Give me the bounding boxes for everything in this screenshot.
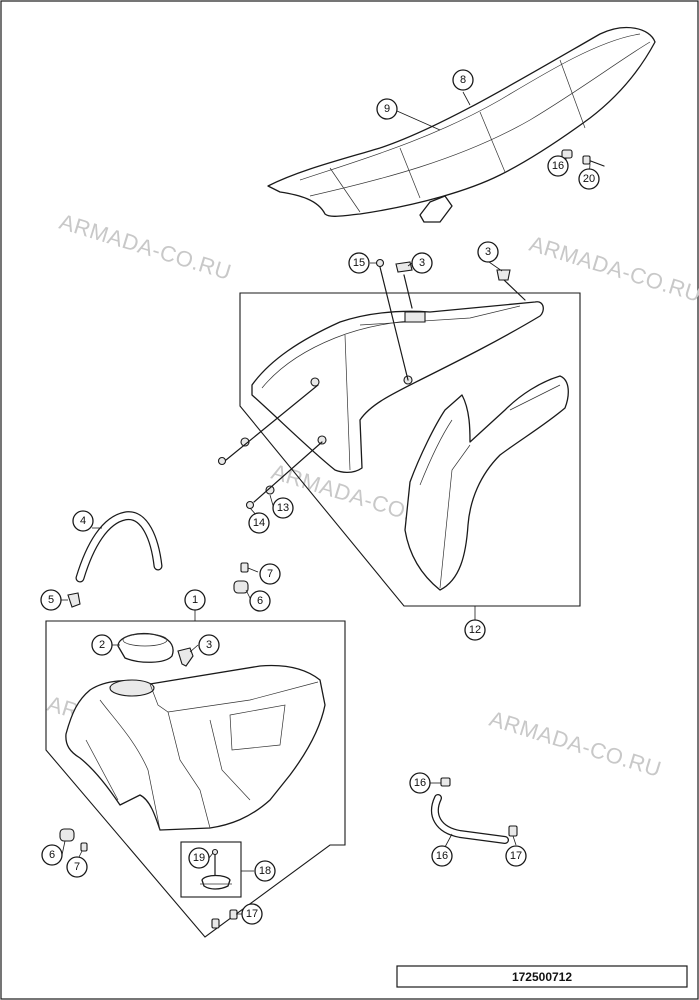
callout-3: 3 [198,634,220,656]
callout-7: 7 [259,563,281,585]
svg-text:9: 9 [384,103,390,115]
right-side-cover-part [404,375,569,591]
svg-text:7: 7 [267,568,273,580]
svg-text:3: 3 [206,639,212,651]
side-panel-fasteners [217,258,526,510]
callout-18: 19 [188,847,210,869]
callout-6: 6 [249,590,271,612]
svg-text:17: 17 [510,850,522,862]
breather-hose-part [67,511,163,608]
svg-text:18: 18 [259,865,271,877]
svg-text:19: 19 [193,852,205,864]
callout-16: 17 [505,845,527,867]
callout-10: 12 [464,619,486,641]
svg-text:16: 16 [552,160,564,172]
seat-part [267,26,656,223]
callout-12: 14 [248,512,270,534]
svg-text:20: 20 [583,173,595,185]
svg-text:13: 13 [277,502,289,514]
svg-text:6: 6 [49,849,55,861]
svg-text:1: 1 [192,594,198,606]
svg-text:4: 4 [80,515,86,527]
fuel-line-part [430,777,518,844]
bushing-parts-top [233,562,249,594]
svg-text:17: 17 [246,908,258,920]
svg-text:14: 14 [253,517,265,529]
callout-2: 2 [91,634,113,656]
callout-16: 16 [409,772,431,794]
svg-text:15: 15 [353,257,365,269]
side-panel-group-frame [239,292,581,607]
callout-6: 6 [41,844,63,866]
fuel-tap-part [200,848,232,890]
reference-number: 172500712 [512,970,572,984]
callout-3: 3 [411,252,433,274]
watermark: ARMADA-CO.RU [57,209,235,285]
fuel-tap-group-frame [180,841,242,898]
watermark: ARMADA-CO.RU [487,706,665,782]
svg-text:2: 2 [99,639,105,651]
callout-20: 20 [578,168,600,190]
callout-4: 4 [72,510,94,532]
callout-13: 15 [348,252,370,274]
fuel-tank-part [65,664,326,831]
left-side-cover-part [251,301,544,474]
svg-text:3: 3 [419,257,425,269]
tank-cap-part [117,632,194,667]
callout-11: 13 [272,497,294,519]
callout-7: 7 [66,856,88,878]
svg-text:8: 8 [460,74,466,86]
fuel-tap-screws [211,909,238,929]
svg-text:7: 7 [74,861,80,873]
svg-text:3: 3 [485,246,491,258]
callout-8: 8 [452,69,474,91]
fuel-tank-group-frame [45,620,346,938]
svg-text:16: 16 [414,777,426,789]
callout-14: 16 [547,155,569,177]
reference-number-box: 172500712 [396,965,688,988]
callout-15: 16 [431,845,453,867]
callout-1: 1 [184,589,206,611]
svg-text:5: 5 [48,594,54,606]
svg-text:6: 6 [257,595,263,607]
svg-text:16: 16 [436,850,448,862]
watermark: ARMADA-CO.RU [527,231,699,307]
callout-19: 17 [241,903,263,925]
bushing-parts-bottom [59,828,88,852]
callout-3: 3 [477,241,499,263]
seat-bolt-part [561,149,605,167]
callout-17: 18 [254,860,276,882]
callout-9: 9 [376,98,398,120]
svg-text:12: 12 [469,624,481,636]
callout-5: 5 [40,589,62,611]
